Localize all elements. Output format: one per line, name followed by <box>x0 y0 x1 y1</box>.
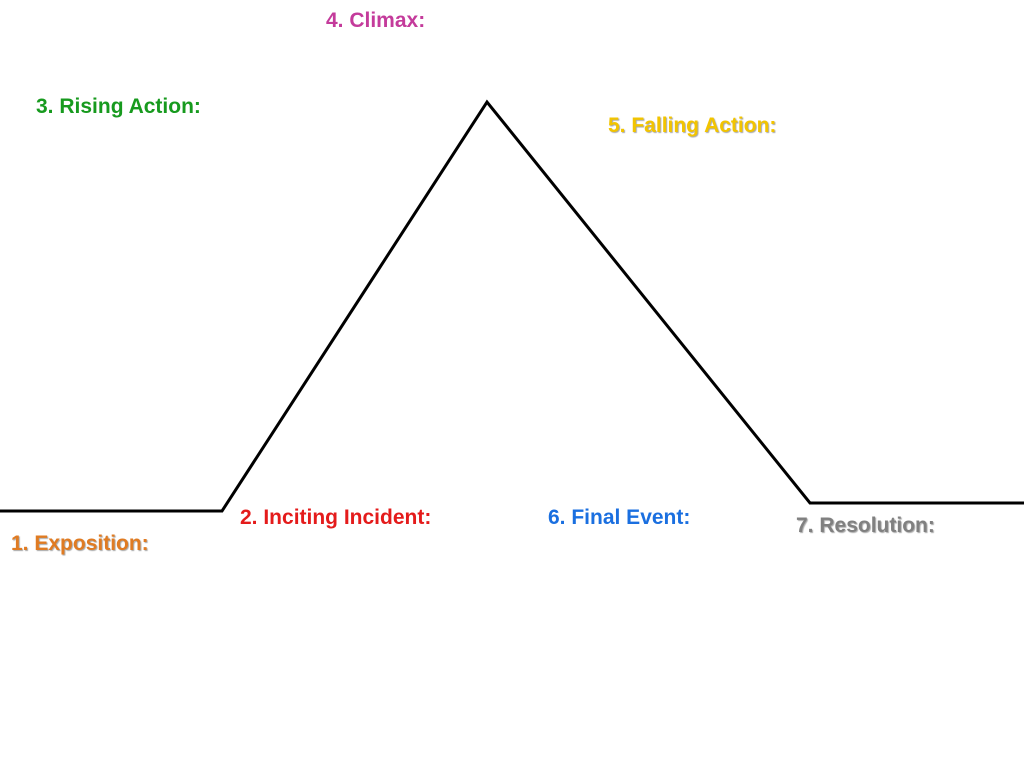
rising-action-label: 3. Rising Action: <box>36 95 201 118</box>
resolution-label: 7. Resolution: <box>796 514 935 537</box>
plot-arc-line <box>0 99 1024 513</box>
falling-action-label: 5. Falling Action: <box>608 114 777 137</box>
inciting-incident-label: 2. Inciting Incident: <box>240 506 432 529</box>
climax-label: 4. Climax: <box>326 9 426 32</box>
exposition-label: 1. Exposition: <box>11 532 149 555</box>
final-event-label: 6. Final Event: <box>548 506 691 529</box>
